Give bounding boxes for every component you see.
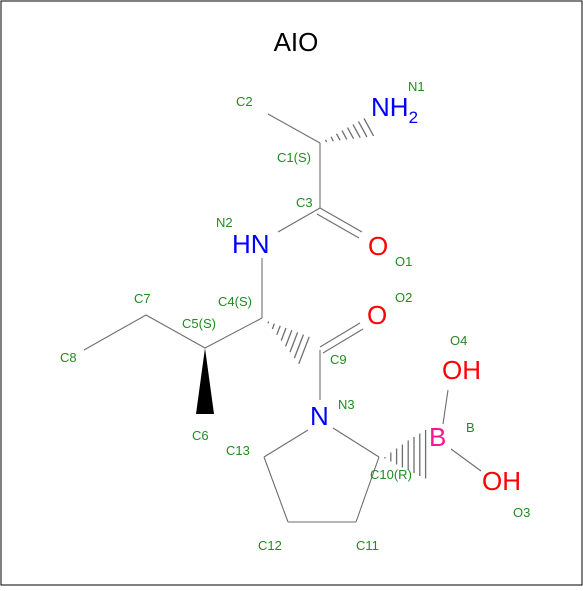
label-n1: N1 xyxy=(408,79,425,94)
bond-c2-c1 xyxy=(267,113,321,144)
bond-c3-n2 xyxy=(277,207,321,233)
bonds xyxy=(83,113,482,523)
bond-c5-c7 xyxy=(145,314,206,349)
wedge-c5-c6 xyxy=(196,348,214,414)
bond-c3-o1-b xyxy=(316,213,360,239)
label-c9: C9 xyxy=(330,352,347,367)
label-b: B xyxy=(466,420,475,435)
bond-c9-o2-a xyxy=(319,322,361,348)
atom-n3: N xyxy=(310,401,329,431)
wedge-c4-c9 xyxy=(267,321,310,365)
wedge-c1-n1 xyxy=(324,118,375,143)
label-o3: O3 xyxy=(513,505,530,520)
label-c11: C11 xyxy=(356,538,379,553)
nh2-subscript: 2 xyxy=(409,108,418,127)
atom-o3-oh: OH xyxy=(482,466,521,496)
bond-c11-c10 xyxy=(355,456,380,523)
label-n3: N3 xyxy=(338,397,355,412)
atom-n2-hn: HN xyxy=(232,229,270,259)
bond-n3-c13 xyxy=(263,429,309,458)
bond-c3-o1-a xyxy=(319,207,363,233)
label-c4: C4(S) xyxy=(218,294,252,309)
label-n2: N2 xyxy=(216,215,233,230)
label-c7: C7 xyxy=(134,291,151,306)
label-c12: C12 xyxy=(258,538,282,553)
bond-b-o4 xyxy=(442,389,449,425)
label-c13: C13 xyxy=(226,443,250,458)
atom-o1: O xyxy=(368,231,388,261)
label-c2: C2 xyxy=(236,94,253,109)
bond-c9-o2-b xyxy=(322,328,364,354)
label-c1: C1(S) xyxy=(277,150,311,165)
label-o2: O2 xyxy=(395,290,412,305)
label-c5: C5(S) xyxy=(182,316,216,331)
atom-b: B xyxy=(429,422,446,452)
diagram-title: AIO xyxy=(274,27,319,57)
hashed-wedges xyxy=(267,118,427,479)
label-o1: O1 xyxy=(395,254,412,269)
nh2-main: NH xyxy=(371,92,409,122)
label-c8: C8 xyxy=(60,350,77,365)
bond-c13-c12 xyxy=(263,456,289,523)
atom-n1-nh2: NH2 xyxy=(371,92,418,127)
label-c10: C10(R) xyxy=(370,467,412,482)
label-o4: O4 xyxy=(450,333,467,348)
atom-o2: O xyxy=(367,300,387,330)
bond-c4-c5 xyxy=(204,317,263,349)
label-c6: C6 xyxy=(192,428,209,443)
bond-c7-c8 xyxy=(83,314,147,351)
bond-b-o3 xyxy=(450,448,482,472)
bond-c10-n3 xyxy=(332,427,380,458)
atom-o4-oh: OH xyxy=(442,355,481,385)
label-c3: C3 xyxy=(296,195,313,210)
wedge-c10-b xyxy=(384,430,427,479)
